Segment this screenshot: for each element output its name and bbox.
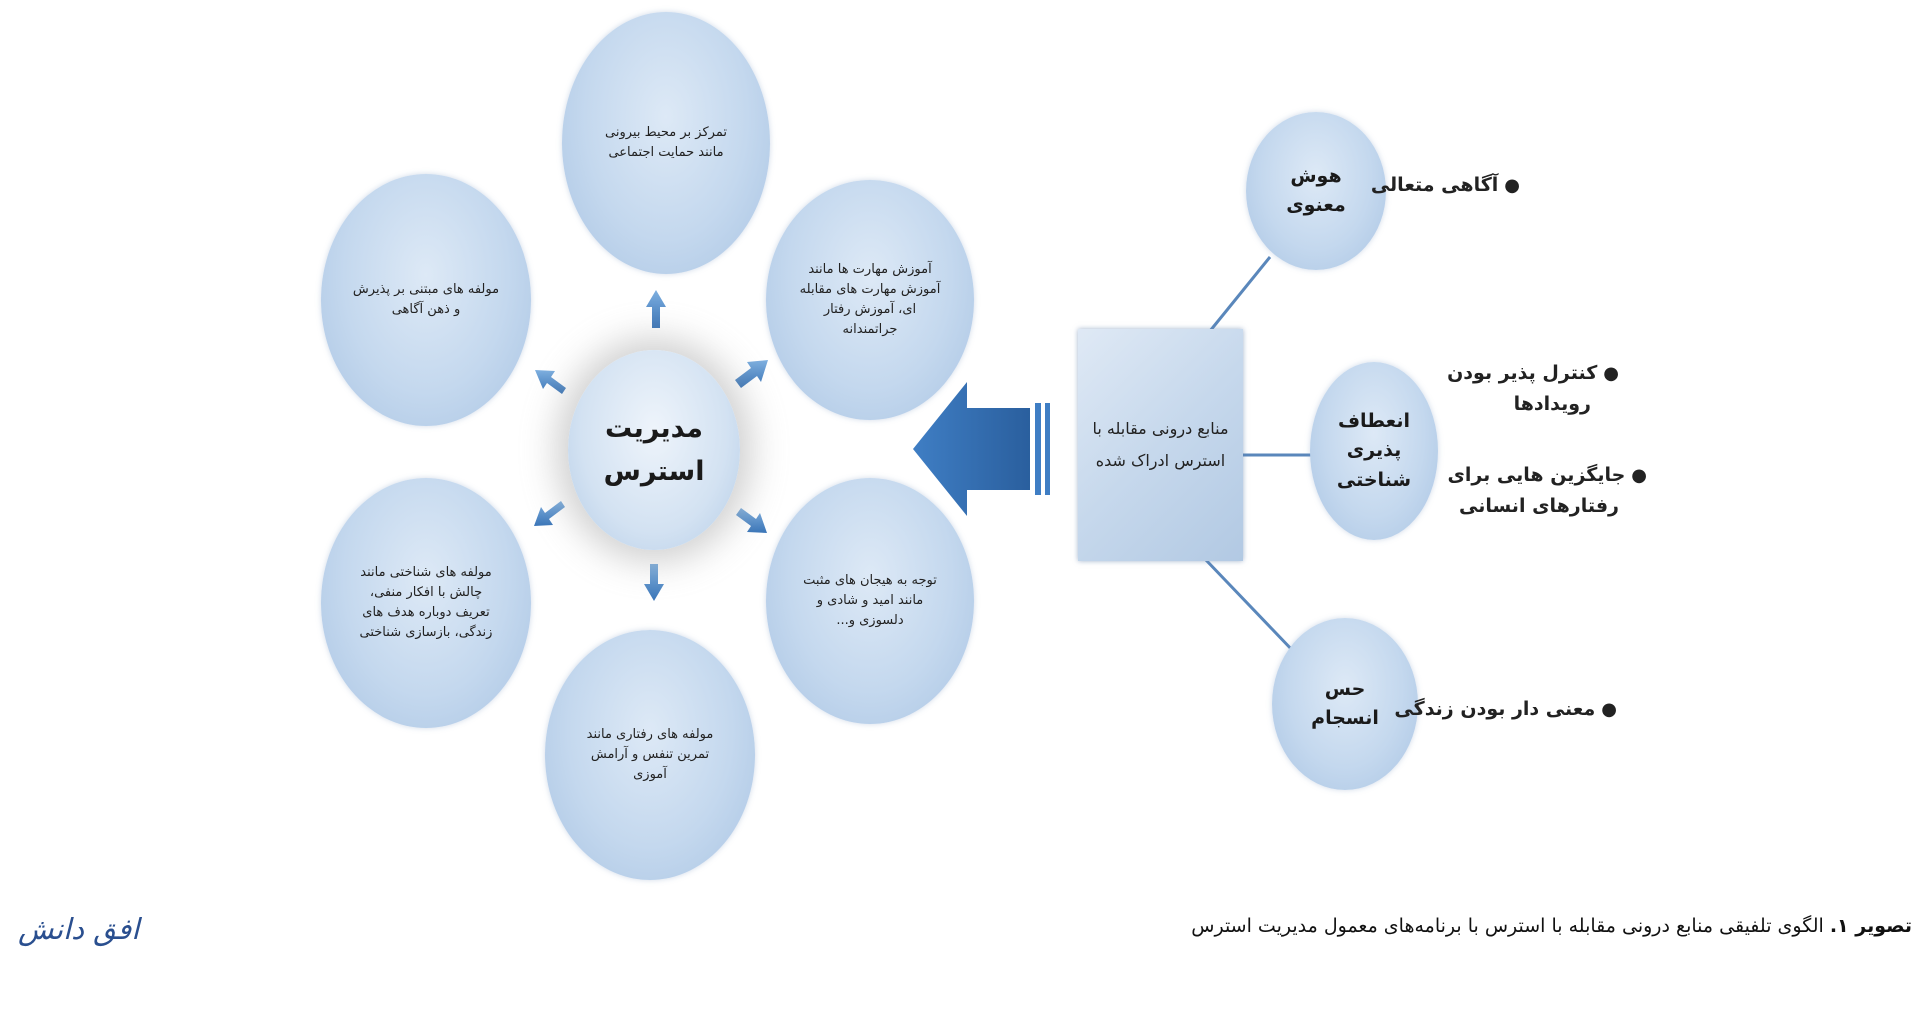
bullet-cognitive-2-line-2: رفتارهای انسانی <box>1458 494 1619 517</box>
hub-internal-resources: منابع درونی مقابله با استرس ادراک شده <box>1078 329 1243 561</box>
bullet-dot-icon: ● <box>1601 699 1617 720</box>
logo-text: افق دانش <box>18 912 140 946</box>
petal-upper-left: مولفه های مبتنی بر پذیرش و ذهن آگاهی <box>321 174 531 426</box>
hub-text: منابع درونی مقابله با استرس ادراک شده <box>1092 419 1229 470</box>
petal-top-text: تمرکز بر محیط بیرونی مانند حمایت اجتماعی <box>605 124 727 160</box>
node-cognitive-line-3: شناختی <box>1336 468 1412 491</box>
bullet-coherence-text: معنی دار بودن زندگی <box>1394 698 1596 720</box>
figure-caption-text: الگوی تلفیقی منابع درونی مقابله با استرس… <box>1191 915 1830 937</box>
logo: افق دانش <box>18 912 139 946</box>
petal-bottom-text: مولفه های رفتاری مانند تمرین تنفس و آرام… <box>586 726 714 783</box>
node-spiritual-line-1: هوش <box>1290 164 1342 187</box>
bullet-dot-icon: ● <box>1603 363 1619 384</box>
figure-caption: تصویر ۱. الگوی تلفیقی منابع درونی مقابله… <box>1191 915 1912 937</box>
bullet-spiritual: ●آگاهی متعالی <box>1371 170 1520 201</box>
petal-lower-right: توجه به هیجان های مثبت مانند امید و شادی… <box>766 478 974 724</box>
petal-top: تمرکز بر محیط بیرونی مانند حمایت اجتماعی <box>562 12 770 274</box>
petal-lower-right-text: توجه به هیجان های مثبت مانند امید و شادی… <box>803 572 937 629</box>
arrow-lower-left-icon <box>534 501 565 526</box>
node-coherence-line-1: حس <box>1324 677 1366 700</box>
connector-coherence <box>1203 557 1297 655</box>
bullet-coherence: ●معنی دار بودن زندگی <box>1394 694 1617 725</box>
figure-caption-label: تصویر ۱. <box>1829 915 1912 937</box>
center-line-2: استرس <box>603 456 705 487</box>
bullet-cognitive-1-line-2: رویدادها <box>1513 392 1591 415</box>
node-cognitive-line-2: پذیری <box>1346 439 1402 462</box>
bullet-spiritual-text: آگاهی متعالی <box>1370 174 1499 196</box>
arrow-up-icon <box>646 290 666 328</box>
node-spiritual-line-2: معنوی <box>1286 194 1346 216</box>
petal-lower-left: مولفه های شناختی مانند چالش با افکار منف… <box>321 478 531 728</box>
bullet-cognitive-1: ●کنترل پذیر بودن رویدادها <box>1447 358 1619 419</box>
node-sense-of-coherence: حس انسجام <box>1272 618 1418 790</box>
arrow-lower-right-icon <box>736 508 767 533</box>
arrow-upper-left-icon <box>535 370 566 394</box>
big-left-arrow-icon <box>913 382 1050 516</box>
petal-lower-left-text: مولفه های شناختی مانند چالش با افکار منف… <box>359 564 493 641</box>
petal-upper-left-text: مولفه های مبتنی بر پذیرش و ذهن آگاهی <box>352 281 500 317</box>
petal-bottom: مولفه های رفتاری مانند تمرین تنفس و آرام… <box>545 630 755 880</box>
center-line-1: مدیریت <box>605 412 703 444</box>
petal-upper-right: آموزش مهارت ها مانند آموزش مهارت های مقا… <box>766 180 974 420</box>
bullet-cognitive-1-line-1: کنترل پذیر بودن <box>1447 362 1598 384</box>
petal-upper-right-text: آموزش مهارت ها مانند آموزش مهارت های مقا… <box>799 261 941 338</box>
bullet-cognitive-2: ●جایگزین هایی برای رفتارهای انسانی <box>1447 460 1647 521</box>
node-spiritual-intelligence: هوش معنوی <box>1246 112 1386 270</box>
bullet-dot-icon: ● <box>1631 465 1647 486</box>
bullet-cognitive-2-line-1: جایگزین هایی برای <box>1447 464 1626 486</box>
connector-spiritual <box>1208 256 1272 332</box>
bullet-dot-icon: ● <box>1504 175 1520 196</box>
arrow-upper-right-icon <box>735 360 768 388</box>
center-stress-management: مدیریت استرس <box>568 350 740 550</box>
node-cognitive-line-1: انعطاف <box>1337 409 1411 432</box>
node-cognitive-flexibility: انعطاف پذیری شناختی <box>1310 362 1438 540</box>
node-coherence-line-2: انسجام <box>1311 707 1379 729</box>
arrow-down-icon <box>644 564 664 601</box>
